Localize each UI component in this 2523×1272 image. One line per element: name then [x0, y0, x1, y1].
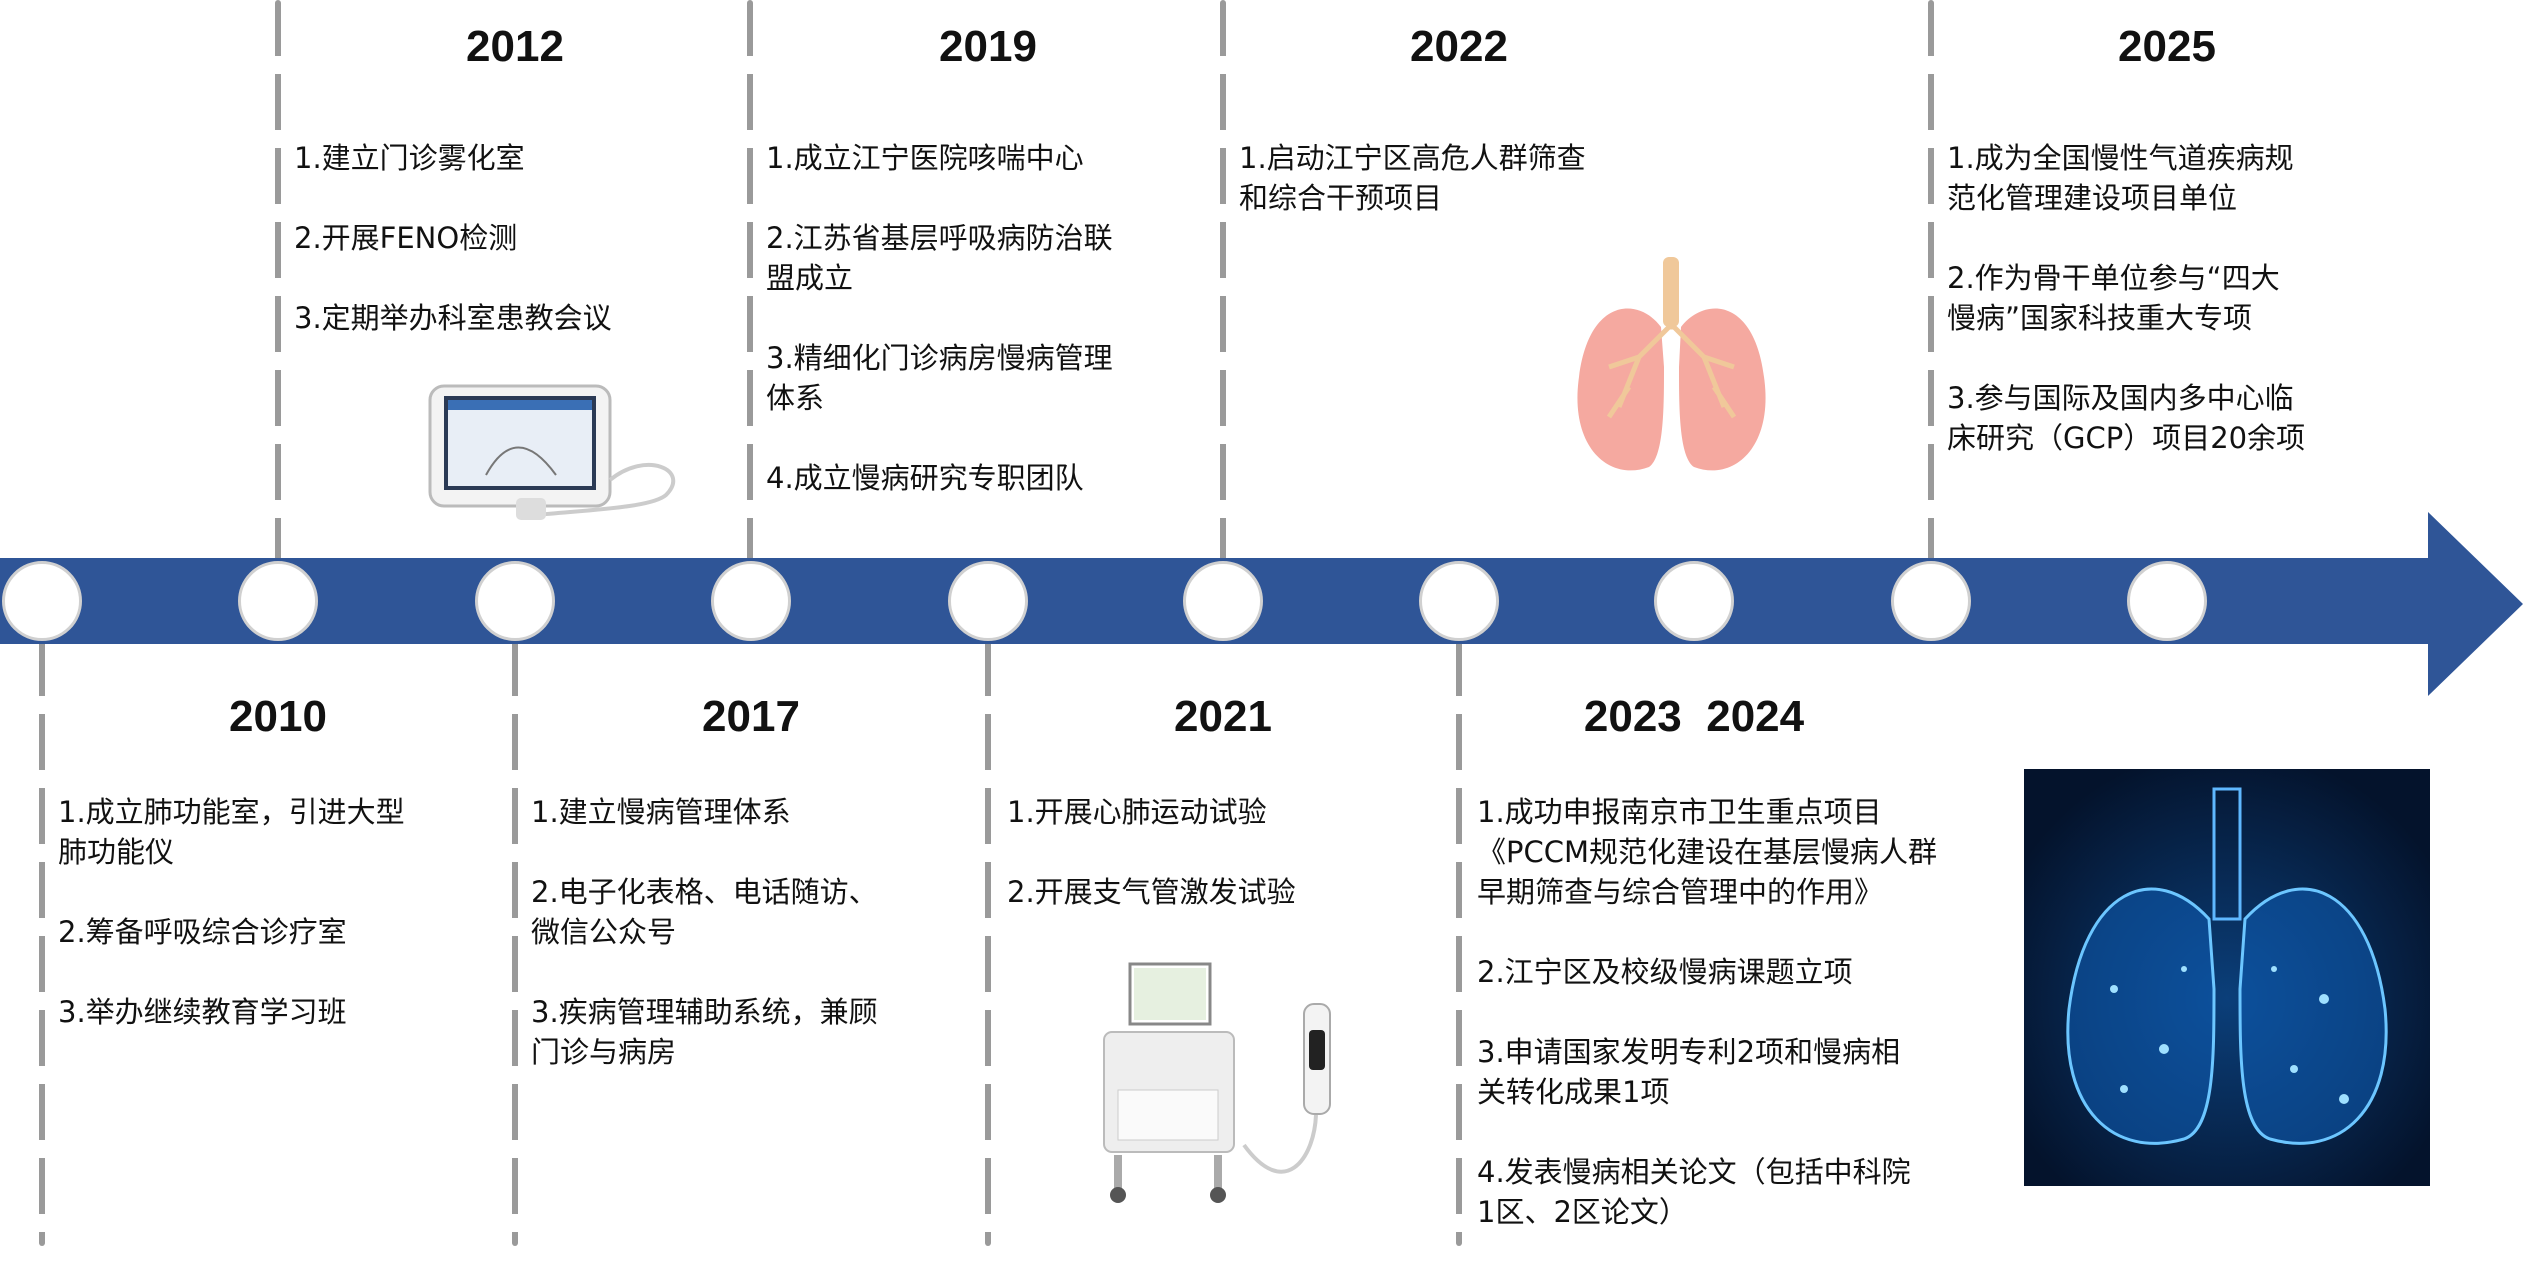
milestone-item: 3.疾病管理辅助系统，兼顾 门诊与病房 — [531, 995, 878, 1069]
timeline-node — [948, 561, 1028, 641]
milestone-item: 3.申请国家发明专利2项和慢病相 关转化成果1项 — [1477, 1035, 1901, 1109]
milestone-item: 2.电子化表格、电话随访、 微信公众号 — [531, 875, 878, 949]
items-2023-2024: 1.成功申报南京市卫生重点项目 《PCCM规范化建设在基层慢病人群 早期筛查与综… — [1477, 792, 1937, 1272]
connector-2023 — [1456, 640, 1462, 1246]
items-2010: 1.成立肺功能室，引进大型 肺功能仪 2.筹备呼吸综合诊疗室 3.举办继续教育学习班 — [58, 792, 405, 1072]
connector-2010 — [39, 640, 45, 1246]
connector-2019 — [747, 0, 753, 563]
timeline-node — [1891, 561, 1971, 641]
connector-2017 — [512, 640, 518, 1246]
feno-device-image — [428, 384, 676, 520]
milestone-item: 2.筹备呼吸综合诊疗室 — [58, 915, 347, 949]
milestone-item: 4.成立慢病研究专职团队 — [766, 461, 1084, 495]
year-2022: 2022 — [1410, 22, 1508, 71]
items-2012: 1.建立门诊雾化室 2.开展FENO检测 3.定期举办科室患教会议 — [294, 138, 612, 378]
items-2022: 1.启动江宁区高危人群筛查 和综合干预项目 — [1239, 138, 1586, 258]
milestone-item: 2.开展FENO检测 — [294, 221, 518, 255]
year-2010: 2010 — [229, 692, 327, 741]
year-2025: 2025 — [2118, 22, 2216, 71]
milestone-item: 1.建立门诊雾化室 — [294, 141, 525, 175]
milestone-item: 2.开展支气管激发试验 — [1007, 875, 1296, 909]
connector-2012 — [275, 0, 281, 563]
milestone-item: 1.成立江宁医院咳喘中心 — [766, 141, 1084, 175]
milestone-item: 2.江宁区及校级慢病课题立项 — [1477, 955, 1853, 989]
items-2025: 1.成为全国慢性气道疾病规 范化管理建设项目单位 2.作为骨干单位参与“四大 慢病… — [1947, 138, 2305, 498]
timeline-node — [2127, 561, 2207, 641]
timeline-node — [711, 561, 791, 641]
year-2021: 2021 — [1174, 692, 1272, 741]
items-2017: 1.建立慢病管理体系 2.电子化表格、电话随访、 微信公众号 3.疾病管理辅助系统，… — [531, 792, 878, 1112]
milestone-item: 1.开展心肺运动试验 — [1007, 795, 1267, 829]
connector-2021 — [985, 640, 991, 1246]
timeline-node — [2, 561, 82, 641]
lungs-illustration — [1577, 257, 1766, 471]
timeline-arrow-head — [2428, 512, 2523, 696]
timeline-node — [475, 561, 555, 641]
milestone-item: 1.建立慢病管理体系 — [531, 795, 791, 829]
milestone-item: 3.举办继续教育学习班 — [58, 995, 347, 1029]
milestone-item: 1.成立肺功能室，引进大型 肺功能仪 — [58, 795, 405, 869]
milestone-item: 1.启动江宁区高危人群筛查 和综合干预项目 — [1239, 141, 1586, 215]
cardiopulmonary-exercise-device-image — [1103, 962, 1331, 1203]
milestone-item: 3.参与国际及国内多中心临 床研究（GCP）项目20余项 — [1947, 381, 2306, 455]
timeline-node — [1419, 561, 1499, 641]
milestone-item: 1.成为全国慢性气道疾病规 范化管理建设项目单位 — [1947, 141, 2294, 215]
connector-2025 — [1928, 0, 1934, 563]
milestone-item: 1.成功申报南京市卫生重点项目 《PCCM规范化建设在基层慢病人群 早期筛查与综… — [1477, 795, 1938, 909]
timeline-node — [238, 561, 318, 641]
milestone-item: 4.发表慢病相关论文（包括中科院 1区、2区论文） — [1477, 1155, 1911, 1229]
year-2012: 2012 — [466, 22, 564, 71]
digital-lungs-image — [2024, 769, 2430, 1186]
items-2021: 1.开展心肺运动试验 2.开展支气管激发试验 — [1007, 792, 1296, 952]
items-2019: 1.成立江宁医院咳喘中心 2.江苏省基层呼吸病防治联 盟成立 3.精细化门诊病房慢病… — [766, 138, 1113, 538]
milestone-item: 3.定期举办科室患教会议 — [294, 301, 612, 335]
milestone-item: 2.江苏省基层呼吸病防治联 盟成立 — [766, 221, 1113, 295]
milestone-item: 2.作为骨干单位参与“四大 慢病”国家科技重大专项 — [1947, 261, 2280, 335]
milestone-item: 3.精细化门诊病房慢病管理 体系 — [766, 341, 1113, 415]
year-2019: 2019 — [939, 22, 1037, 71]
timeline-node — [1183, 561, 1263, 641]
timeline-node — [1654, 561, 1734, 641]
year-2023-2024: 2023 2024 — [1583, 692, 1805, 741]
connector-2022 — [1220, 0, 1226, 563]
year-2017: 2017 — [702, 692, 800, 741]
